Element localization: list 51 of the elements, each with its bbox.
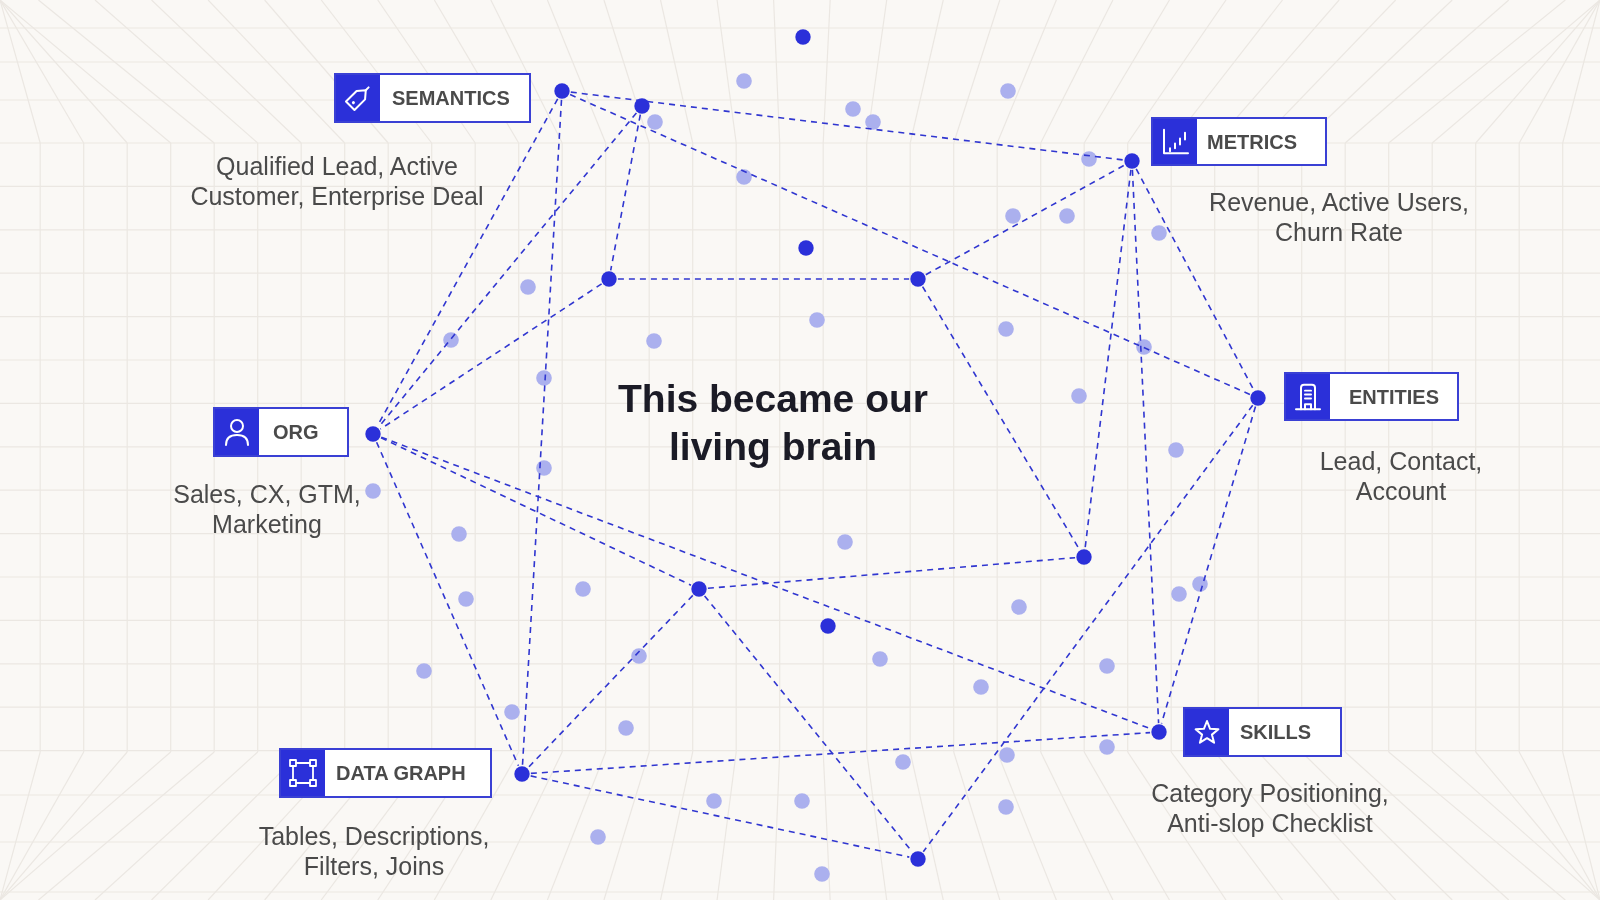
node-dot (798, 240, 814, 256)
dashed-connector (617, 278, 910, 280)
dashed-connector (1084, 169, 1132, 549)
node-dot (1124, 153, 1140, 169)
node-dot (514, 766, 530, 782)
category-description: Category Positioning, Anti-slop Checklist (1150, 778, 1390, 838)
node-dot (601, 271, 617, 287)
node-dot (910, 271, 926, 287)
diagram-title: This became our living brain (617, 376, 929, 470)
node-dot (634, 98, 650, 114)
category-description: Revenue, Active Users, Churn Rate (1208, 187, 1470, 247)
dashed-connector (570, 91, 1124, 161)
category-name: METRICS (1207, 130, 1297, 153)
dashed-connector (707, 556, 1076, 590)
dashed-connector (521, 99, 563, 766)
category-label (1284, 372, 1459, 421)
category-description: Lead, Contact, Account (1318, 446, 1484, 506)
category-description: Qualified Lead, Active Customer, Enterprise Deal (189, 151, 485, 211)
category-label (334, 73, 531, 123)
dashed-connector (375, 441, 520, 767)
dashed-connector (609, 113, 642, 272)
category-description: Sales, CX, GTM, Marketing (172, 479, 362, 539)
category-label (1151, 117, 1327, 166)
node-dot (691, 581, 707, 597)
category-label (213, 407, 349, 457)
category-label (1183, 707, 1342, 757)
dashed-connector (380, 437, 692, 586)
node-dot (365, 426, 381, 442)
category-name: SEMANTICS (392, 87, 510, 109)
dashed-connector (569, 93, 1251, 396)
category-description: Tables, Descriptions, Filters, Joins (257, 821, 491, 881)
dashed-connector (1135, 168, 1255, 391)
category-name: SKILLS (1240, 721, 1312, 743)
dashed-connector (530, 731, 1151, 775)
dashed-connector (1131, 169, 1160, 724)
node-dot (910, 851, 926, 867)
node-dot (820, 618, 836, 634)
category-name: ORG (273, 421, 319, 443)
node-dot (1076, 549, 1092, 565)
node-dot (795, 29, 811, 45)
node-dot (1250, 390, 1266, 406)
dashed-connector (379, 283, 603, 430)
dashed-connector (527, 594, 694, 769)
category-name: DATA GRAPH (336, 762, 466, 784)
category-label (279, 748, 492, 798)
dashed-connector (922, 404, 1254, 853)
dashed-connector (529, 775, 911, 858)
node-dot (554, 83, 570, 99)
node-dot (1151, 724, 1167, 740)
category-name: ENTITIES (1349, 385, 1439, 408)
dashed-connector (925, 164, 1125, 276)
